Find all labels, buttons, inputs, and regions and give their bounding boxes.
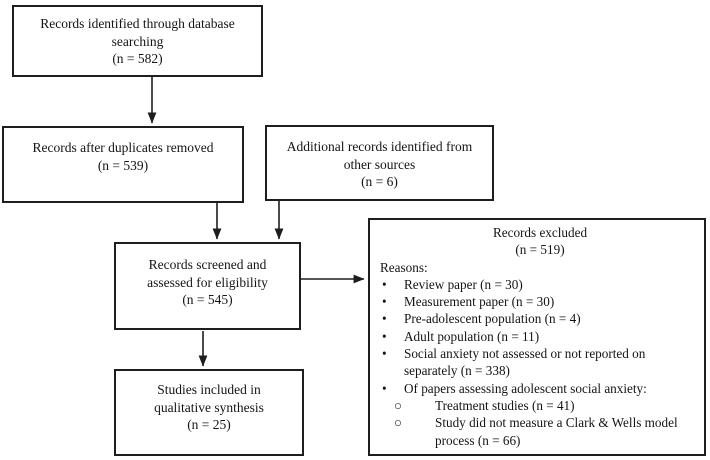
excluded-reason-item: • Adult population (n = 11) [380, 328, 700, 345]
box-records-screened: Records screened and assessed for eligib… [114, 242, 301, 330]
excluded-reason-text: Pre-adolescent population (n = 4) [404, 311, 581, 327]
box-count: (n = 582) [112, 51, 163, 66]
excluded-reason-text: Review paper (n = 30) [404, 276, 523, 292]
box-studies-included: Studies included in qualitative synthesi… [114, 369, 304, 456]
excluded-reason-item: • Pre-adolescent population (n = 4) [380, 310, 700, 327]
excluded-reason-item: • Of papers assessing adolescent social … [380, 380, 700, 397]
disc-bullet-icon: • [382, 311, 387, 327]
disc-bullet-icon: • [382, 380, 387, 396]
excluded-reason-text: Of papers assessing adolescent social an… [404, 380, 647, 396]
excluded-reason-item: • Measurement paper (n = 30) [380, 293, 700, 310]
disc-bullet-icon: • [382, 294, 387, 310]
excluded-reasons-label: Reasons: [380, 259, 428, 275]
excluded-sub-reason-item: ○ Study did not measure a Clark & Wells … [391, 414, 700, 449]
box-text-line: Studies included in [157, 382, 261, 397]
box-records-excluded: Records excluded (n = 519) Reasons: • Re… [368, 218, 706, 456]
excluded-sub-reason-text: Study did not measure a Clark & Wells mo… [435, 415, 678, 448]
box-text-line: qualitative synthesis [154, 399, 264, 415]
box-text-line: searching [111, 33, 164, 49]
box-count: (n = 25) [187, 417, 231, 432]
box-text-line: Additional records identified from [286, 139, 473, 154]
excluded-count: (n = 519) [515, 242, 565, 258]
circle-bullet-icon: ○ [394, 415, 402, 431]
box-count: (n = 545) [182, 292, 233, 307]
disc-bullet-icon: • [382, 276, 387, 292]
box-text-line: other sources [343, 156, 416, 172]
box-records-identified: Records identified through database sear… [12, 5, 263, 77]
excluded-reason-text: Adult population (n = 11) [404, 328, 540, 344]
excluded-reason-item: • Social anxiety not assessed or not rep… [380, 345, 700, 380]
box-count: (n = 539) [97, 157, 149, 173]
box-text-line: assessed for eligibility [147, 274, 268, 290]
excluded-reason-item: • Review paper (n = 30) [380, 276, 700, 293]
excluded-sub-reason-item: ○ Treatment studies (n = 41) [391, 397, 700, 414]
box-text-line: Records identified through database [40, 16, 235, 31]
box-text-line: Records after duplicates removed [32, 140, 214, 155]
excluded-title: Records excluded [492, 225, 588, 240]
disc-bullet-icon: • [382, 328, 387, 344]
disc-bullet-icon: • [382, 346, 387, 362]
excluded-reason-text: Measurement paper (n = 30) [404, 294, 555, 310]
excluded-sub-reason-text: Treatment studies (n = 41) [435, 397, 575, 413]
circle-bullet-icon: ○ [394, 397, 402, 413]
box-additional-records: Additional records identified from other… [265, 125, 494, 201]
box-records-after-duplicates: Records after duplicates removed (n = 53… [2, 126, 244, 203]
excluded-reason-text: Social anxiety not assessed or not repor… [404, 346, 646, 379]
box-text-line: Records screened and [148, 257, 267, 272]
box-count: (n = 6) [361, 174, 398, 189]
